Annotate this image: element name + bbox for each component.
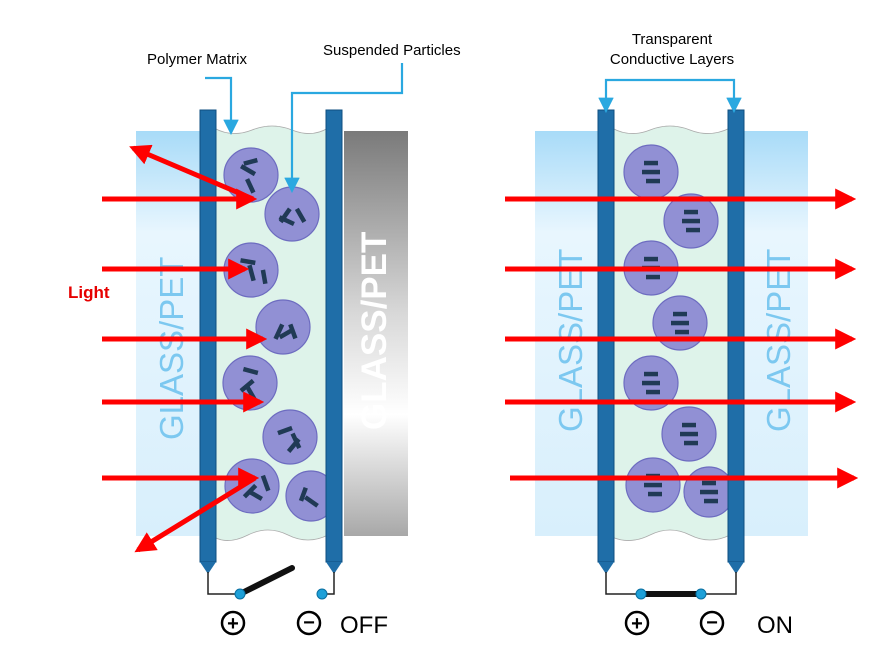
- left-electrode-tip: [200, 562, 216, 574]
- left-glass-pet-label: GLASS/PET: [153, 257, 190, 440]
- off-minus-symbol: −: [296, 610, 322, 636]
- right-glass-pet-label: GLASS/PET: [355, 232, 394, 430]
- minus-sign-label: −: [303, 612, 315, 634]
- transparent-conductive-callout: [598, 78, 742, 114]
- polymer-matrix-label: Polymer Matrix: [147, 51, 248, 68]
- transparent-conductive-label-line2: Conductive Layers: [610, 51, 734, 68]
- suspended-particle: [223, 147, 279, 203]
- aligned-suspended-particle: [661, 406, 717, 462]
- right-grey-glass-sheet: [344, 131, 408, 536]
- light-ray-reflected: [129, 144, 254, 202]
- on-state-label: ON: [757, 612, 793, 639]
- on-right-electrode-tip: [728, 562, 744, 574]
- on-right-electrode: [727, 109, 745, 563]
- off-light-rays: [102, 144, 268, 553]
- on-terminal-left: [635, 588, 647, 600]
- off-circuit-wire-left: [207, 572, 240, 595]
- minus-sign-label: −: [706, 612, 718, 634]
- plus-sign-label: +: [227, 613, 239, 635]
- aligned-suspended-particle: [625, 457, 681, 513]
- open-switch-lever[interactable]: [239, 565, 295, 596]
- light-ray-reflected: [134, 475, 257, 553]
- suspended-particle: [223, 242, 279, 298]
- on-left-electrode: [597, 109, 615, 563]
- light-label: Light: [68, 283, 110, 302]
- aligned-suspended-particle: [683, 466, 735, 518]
- on-left-electrode-tip: [598, 562, 614, 574]
- on-minus-symbol: −: [699, 610, 725, 636]
- right-electrode-tip: [326, 562, 342, 574]
- on-plus-symbol: +: [624, 610, 650, 636]
- aligned-suspended-particle: [663, 193, 719, 249]
- aligned-suspended-particle: [623, 144, 679, 200]
- suspended-particle: [262, 409, 318, 465]
- on-circuit-wire-left: [605, 572, 641, 595]
- off-plus-symbol: +: [220, 610, 246, 636]
- plus-sign-label: +: [631, 613, 643, 635]
- suspended-particle: [285, 470, 337, 522]
- suspended-particle: [255, 299, 311, 355]
- on-circuit-wire-right: [701, 572, 737, 595]
- on-state-panel: GLASS/PET GLASS/PET + − ON: [505, 31, 859, 639]
- off-state-label: OFF: [340, 612, 388, 639]
- suspended-particles-label: Suspended Particles: [323, 42, 461, 59]
- aligned-suspended-particle: [623, 355, 679, 411]
- right-electrode: [325, 109, 343, 563]
- off-state-panel: GLASS/PET GLASS/PET: [68, 42, 461, 639]
- aligned-suspended-particle: [652, 295, 708, 351]
- suspended-particles-callout: [284, 63, 404, 194]
- on-light-rays: [505, 188, 859, 489]
- on-terminal-right: [695, 588, 707, 600]
- suspended-particle: [264, 186, 320, 242]
- transparent-conductive-label-line1: Transparent: [632, 31, 713, 48]
- suspended-particle: [224, 458, 280, 514]
- polymer-matrix-callout: [205, 76, 239, 136]
- off-terminal-right: [316, 588, 328, 600]
- off-terminal-left: [234, 588, 246, 600]
